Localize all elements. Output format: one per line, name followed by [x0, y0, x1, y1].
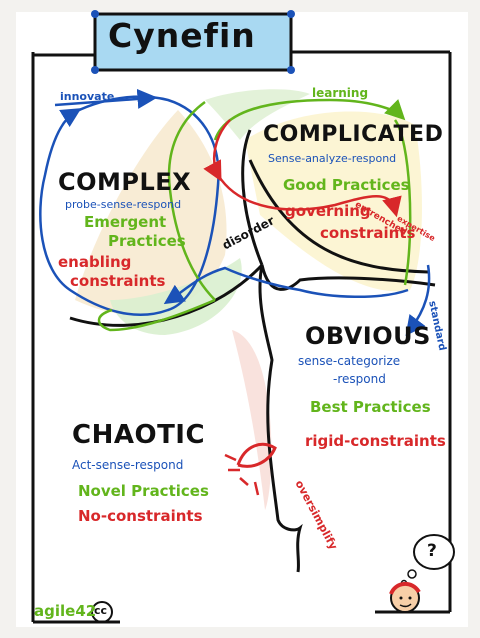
page-title: Cynefin: [108, 16, 256, 55]
complex-constraint-2: constraints: [70, 272, 166, 290]
question-mark: ?: [427, 541, 437, 561]
complicated-heading: COMPLICATED: [263, 122, 444, 147]
brand-logo: agile42: [34, 602, 97, 620]
complex-constraint-1: enabling: [58, 253, 132, 271]
innovate-label: innovate: [60, 90, 115, 103]
innovate-loop: [39, 95, 220, 317]
obvious-approach-1: sense-categorize: [298, 354, 401, 368]
title-box: [95, 14, 291, 70]
boundary-complicated: [248, 159, 429, 274]
complicated-approach: Sense-analyze-respond: [268, 152, 397, 165]
entrenched-arc: [216, 174, 402, 218]
chaotic-constraint: No-constraints: [78, 507, 203, 525]
chaotic-heading: CHAOTIC: [72, 420, 206, 450]
complex-heading: COMPLEX: [58, 168, 192, 196]
obvious-practice: Best Practices: [310, 398, 431, 416]
complex-approach: probe-sense-respond: [65, 198, 182, 211]
learning-label: learning: [312, 86, 369, 100]
complex-practice-2: Practices: [108, 232, 186, 250]
obvious-constraint: rigid-constraints: [305, 432, 446, 450]
boundary-chaotic: [258, 264, 303, 573]
boundary-obvious: [260, 264, 436, 291]
thought-bubble: [413, 534, 455, 570]
license-mark: cc: [94, 604, 108, 617]
obvious-heading: OBVIOUS: [305, 322, 431, 350]
complex-practice-1: Emergent: [84, 213, 167, 231]
complicated-practice: Good Practices: [283, 176, 410, 194]
chaotic-approach: Act-sense-respond: [72, 458, 184, 472]
complicated-constraint-1: governing: [285, 202, 371, 220]
complicated-constraint-2: constraints: [320, 224, 416, 242]
obvious-approach-2: -respond: [333, 372, 386, 386]
standard-arrow: [405, 264, 431, 337]
complicated-to-complex-arrow: [163, 266, 409, 305]
oversimplify-cliff: [236, 442, 277, 468]
chaotic-practice: Novel Practices: [78, 482, 209, 500]
cc-logo: [91, 601, 113, 623]
